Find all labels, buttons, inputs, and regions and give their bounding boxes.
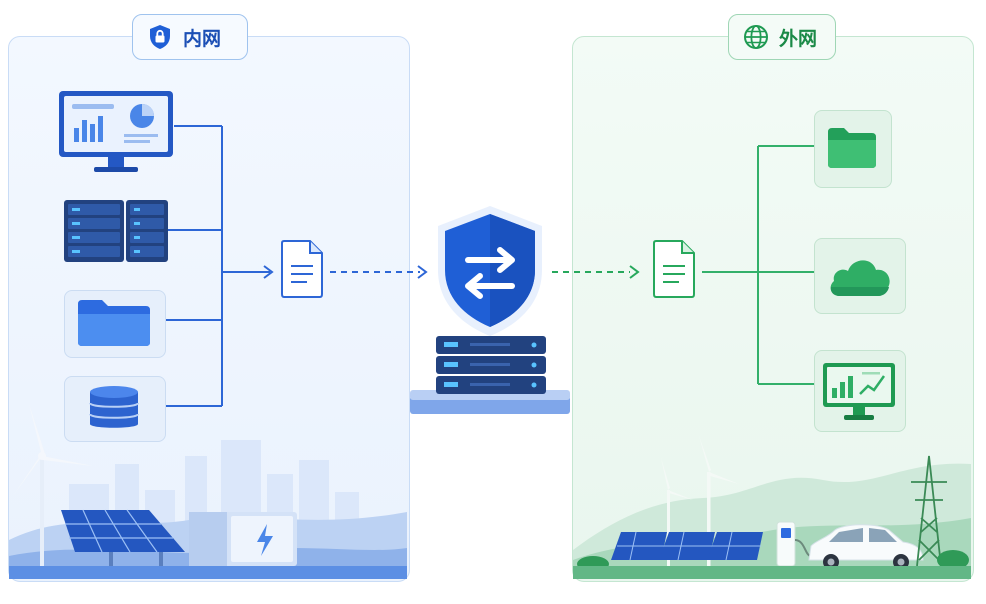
document-icon: [281, 240, 323, 298]
cloud-icon: [830, 260, 890, 296]
solar-panel-icon: [611, 531, 763, 561]
power-pylon-icon: [911, 455, 947, 567]
wind-turbine-icon: [13, 404, 93, 568]
intranet-tab: 内网: [132, 14, 248, 60]
folder-icon: [78, 300, 150, 346]
gateway-icon: [410, 206, 570, 414]
folder-icon: [828, 128, 876, 168]
globe-icon: [743, 24, 769, 50]
document-icon: [653, 240, 695, 298]
intranet-label: 内网: [183, 27, 222, 50]
monitor-dashboard-icon: [59, 91, 173, 172]
battery-storage-icon: [189, 512, 297, 566]
server-rack-icon: [64, 200, 168, 262]
extranet-energy-scene: [573, 436, 971, 579]
extranet-label: 外网: [779, 27, 818, 50]
monitor-chart-icon: [823, 363, 895, 420]
database-icon: [89, 386, 139, 428]
wind-turbine-icon: [647, 436, 739, 566]
ev-charger-icon: [776, 521, 812, 567]
extranet-tab: 外网: [728, 14, 836, 60]
intranet-energy-scene: [9, 404, 407, 579]
solar-panel-icon: [61, 509, 185, 566]
lock-shield-icon: [147, 24, 173, 50]
